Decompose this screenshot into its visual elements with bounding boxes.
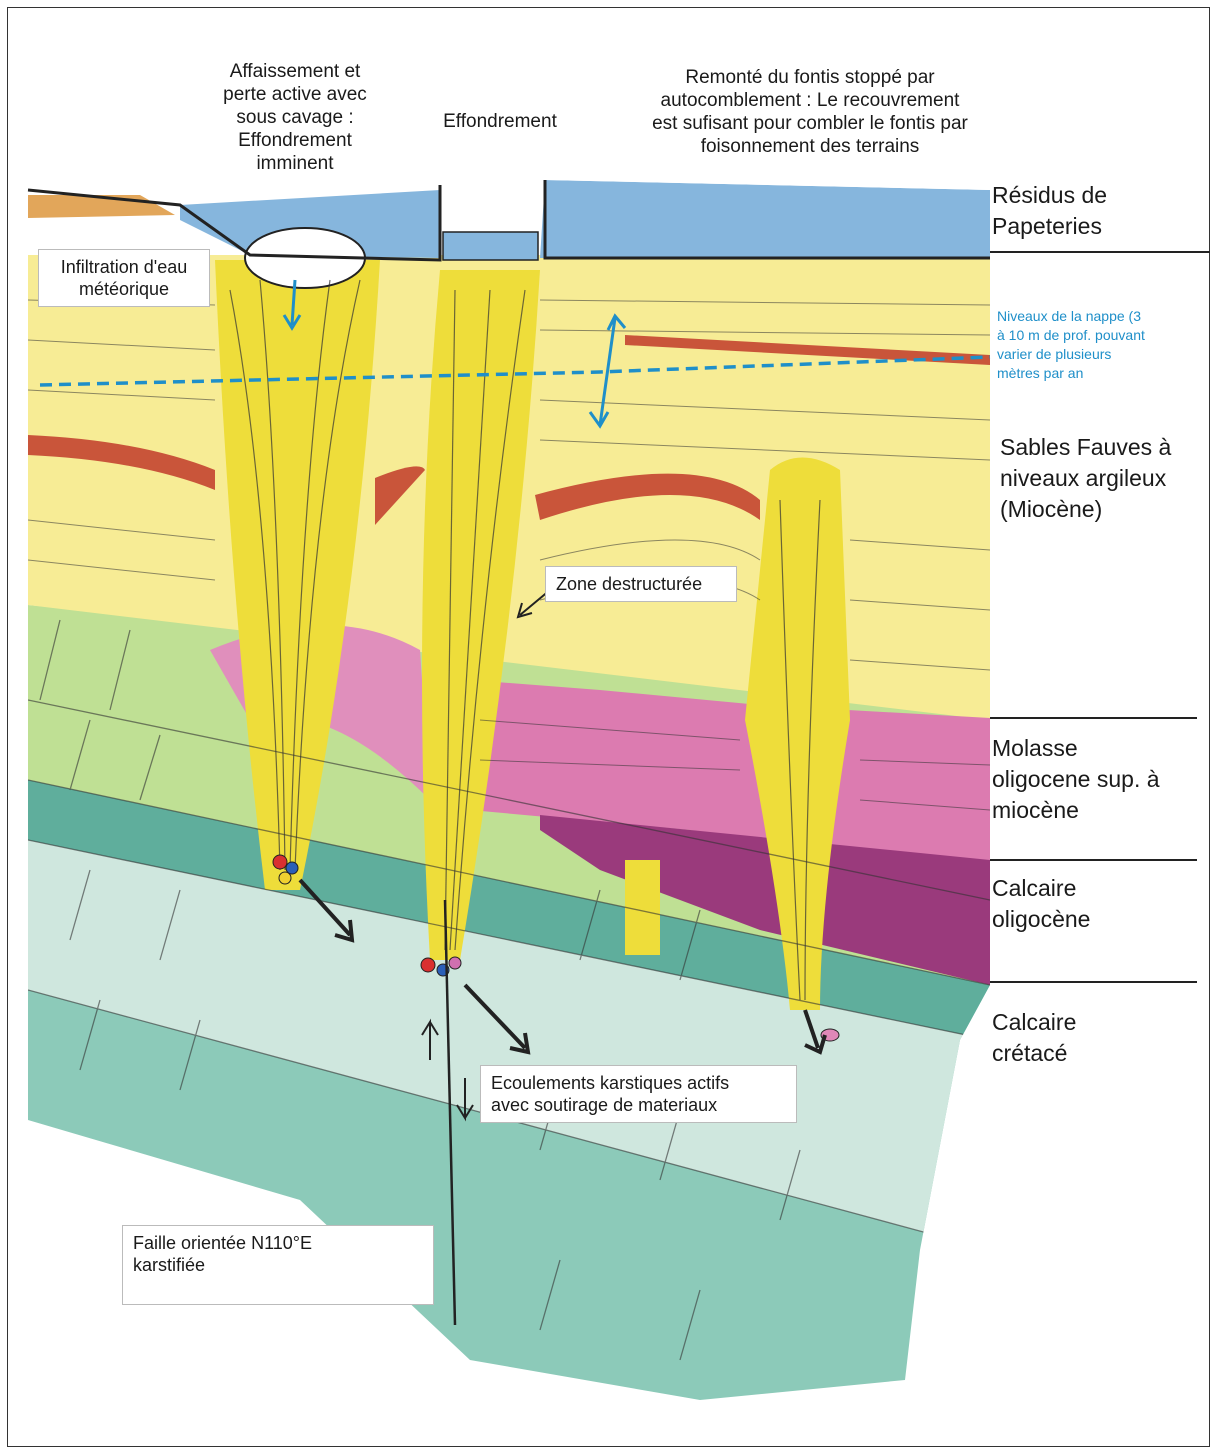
collapse-pit	[443, 232, 538, 260]
label-remonte: Remonté du fontis stoppé par autocomblem…	[610, 66, 1010, 158]
layer-label-calcaire-oligocene: Calcaire oligocène	[992, 873, 1090, 935]
box-ecoulements: Ecoulements karstiques actifs avec souti…	[480, 1065, 797, 1123]
layer-label-sables: Sables Fauves à niveaux argileux (Miocèn…	[1000, 432, 1171, 525]
label-effondrement: Effondrement	[420, 110, 580, 133]
label-affaissement: Affaissement et perte active avec sous c…	[195, 60, 395, 175]
box-faille: Faille orientée N110°E karstifiée	[122, 1225, 434, 1305]
layer-label-molasse: Molasse oligocene sup. à miocène	[992, 733, 1160, 826]
layer-label-nappe: Niveaux de la nappe (3 à 10 m de prof. p…	[997, 307, 1207, 383]
box-infiltration: Infiltration d'eau météorique	[38, 249, 210, 307]
residus-layer-right	[540, 180, 990, 258]
layer-label-residus: Résidus de Papeteries	[992, 180, 1107, 242]
box-zone-destructuree: Zone destructurée	[545, 566, 737, 602]
yellow-dyke	[625, 860, 660, 955]
layer-label-calcaire-cretace: Calcaire crétacé	[992, 1007, 1076, 1069]
